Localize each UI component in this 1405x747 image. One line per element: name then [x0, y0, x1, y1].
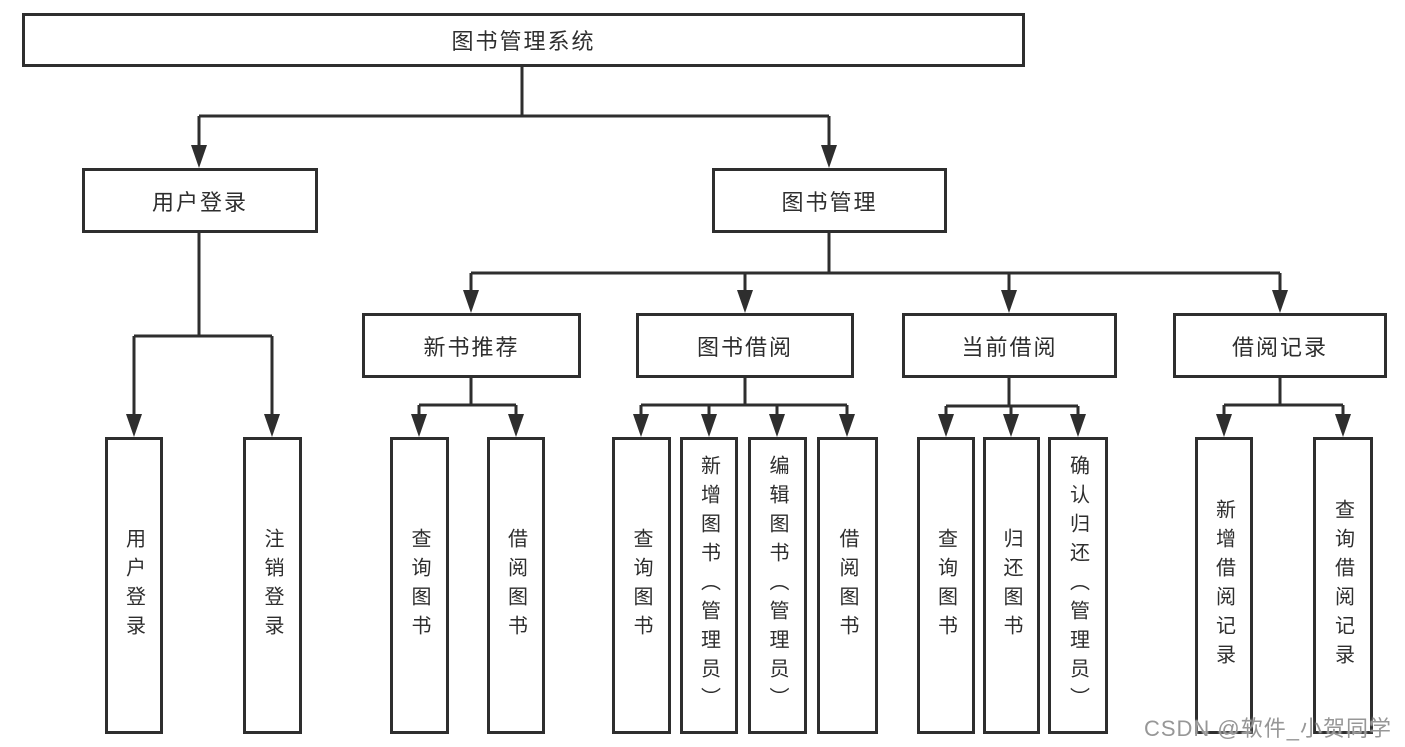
connector-user-login-split	[132, 232, 274, 416]
connector-new-book-recommend-split	[417, 378, 518, 416]
leaf-query-borrow-record: 查询借阅记录	[1313, 437, 1373, 734]
arrowhead-leaf-user-login	[126, 414, 142, 437]
arrowhead-book-borrowing	[737, 290, 753, 313]
node-book-management: 图书管理	[712, 168, 947, 233]
leaf-borrow-books-borrowing: 借阅图书	[817, 437, 878, 734]
node-book-borrowing: 图书借阅	[636, 313, 854, 378]
leaf-confirm-return-admin: 确认归还（管理员）	[1048, 437, 1108, 734]
leaf-query-books-recommend: 查询图书	[390, 437, 449, 734]
connector-root-split	[197, 67, 831, 147]
arrowhead-book-management	[821, 145, 837, 168]
watermark: CSDN @软件_小贺同学	[1143, 716, 1392, 741]
leaf-edit-books-admin: 编辑图书（管理员）	[748, 437, 807, 734]
arrowhead-leaf-borrow-books-recommend	[508, 414, 524, 437]
leaf-query-books-current: 查询图书	[917, 437, 975, 734]
leaf-borrow-books-recommend: 借阅图书	[487, 437, 545, 734]
leaf-user-login: 用户登录	[105, 437, 163, 734]
arrowhead-new-book-recommend	[463, 290, 479, 313]
arrowhead-leaf-return-books	[1003, 414, 1019, 437]
node-current-borrowing: 当前借阅	[902, 313, 1117, 378]
arrowhead-leaf-add-borrow-record	[1216, 414, 1232, 437]
arrowhead-current-borrowing	[1001, 290, 1017, 313]
node-user-login: 用户登录	[82, 168, 318, 233]
leaf-add-borrow-record: 新增借阅记录	[1195, 437, 1253, 734]
arrowhead-borrowing-records	[1272, 290, 1288, 313]
arrowhead-leaf-query-books-current	[938, 414, 954, 437]
leaf-add-books-admin: 新增图书（管理员）	[680, 437, 738, 734]
arrowhead-leaf-query-books-recommend	[411, 414, 427, 437]
node-new-book-recommend: 新书推荐	[362, 313, 581, 378]
leaf-query-books-borrowing: 查询图书	[612, 437, 671, 734]
node-root-system: 图书管理系统	[22, 13, 1025, 67]
arrowhead-leaf-edit-books-admin	[769, 414, 785, 437]
arrowhead-leaf-logout	[264, 414, 280, 437]
connector-current-borrowing-split	[944, 378, 1080, 416]
leaf-logout-login: 注销登录	[243, 437, 302, 734]
arrowhead-leaf-query-borrow-record	[1335, 414, 1351, 437]
arrowhead-leaf-add-books-admin	[701, 414, 717, 437]
connector-borrowing-records-split	[1222, 378, 1345, 416]
arrowhead-leaf-confirm-return-admin	[1070, 414, 1086, 437]
node-borrowing-records: 借阅记录	[1173, 313, 1387, 378]
arrowhead-leaf-query-books-borrowing	[633, 414, 649, 437]
leaf-return-books: 归还图书	[983, 437, 1040, 734]
arrowhead-leaf-borrow-books-borrowing	[839, 414, 855, 437]
arrowhead-user-login	[191, 145, 207, 168]
connector-book-borrowing-split	[639, 378, 849, 416]
connector-book-management-split	[469, 233, 1282, 292]
